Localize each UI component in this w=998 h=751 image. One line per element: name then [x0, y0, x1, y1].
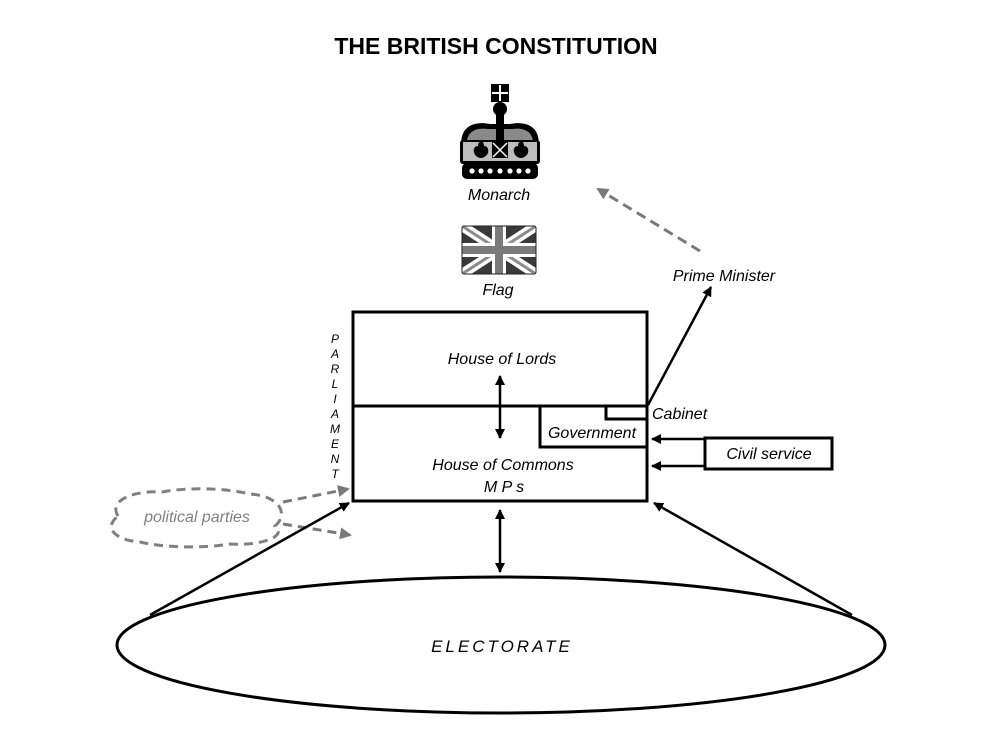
- pm-to-monarch-arrow: [596, 187, 701, 253]
- parliament-letter: A: [330, 407, 339, 421]
- electorate-ellipse: [115, 575, 887, 715]
- parliament-vertical-label: P A R L I A M E N T: [330, 332, 340, 481]
- civil-service-box: [703, 436, 834, 471]
- house-of-lords-label: House of Lords: [448, 351, 557, 368]
- parliament-letter: L: [332, 377, 339, 391]
- prime-minister-label: Prime Minister: [673, 268, 776, 285]
- parliament-letter: A: [330, 347, 339, 361]
- crown-icon: [460, 84, 540, 179]
- civil-service-label: Civil service: [726, 446, 811, 463]
- parties-to-electorate-arrow: [282, 522, 352, 540]
- parliament-letter: P: [331, 332, 339, 346]
- parliament-letter: M: [330, 422, 340, 436]
- electorate-to-parliament-left-arrow: [149, 501, 350, 617]
- electorate-to-parliament-right-arrow: [653, 501, 853, 617]
- parliament-letter: N: [331, 452, 340, 466]
- cabinet-to-pm-arrow: [646, 286, 713, 406]
- parliament-letter: I: [333, 392, 337, 406]
- page-title: THE BRITISH CONSTITUTION: [334, 33, 657, 59]
- electorate-label: ELECTORATE: [431, 637, 573, 656]
- parliament-letter: R: [331, 362, 340, 376]
- house-of-commons-label: House of Commons: [432, 457, 573, 474]
- union-flag-icon: [461, 225, 537, 275]
- monarch-label: Monarch: [468, 187, 530, 204]
- government-box: [538, 406, 647, 449]
- flag-label: Flag: [482, 282, 513, 299]
- parties-to-commons-arrow: [282, 485, 350, 504]
- political-parties-label: political parties: [143, 509, 250, 526]
- cabinet-box: [604, 406, 647, 421]
- mps-label: M P s: [484, 479, 524, 496]
- parliament-letter: T: [331, 467, 340, 481]
- government-label: Government: [548, 425, 637, 442]
- parliament-letter: E: [331, 437, 340, 451]
- cabinet-label: Cabinet: [652, 406, 708, 423]
- political-parties-cloud: [110, 487, 283, 549]
